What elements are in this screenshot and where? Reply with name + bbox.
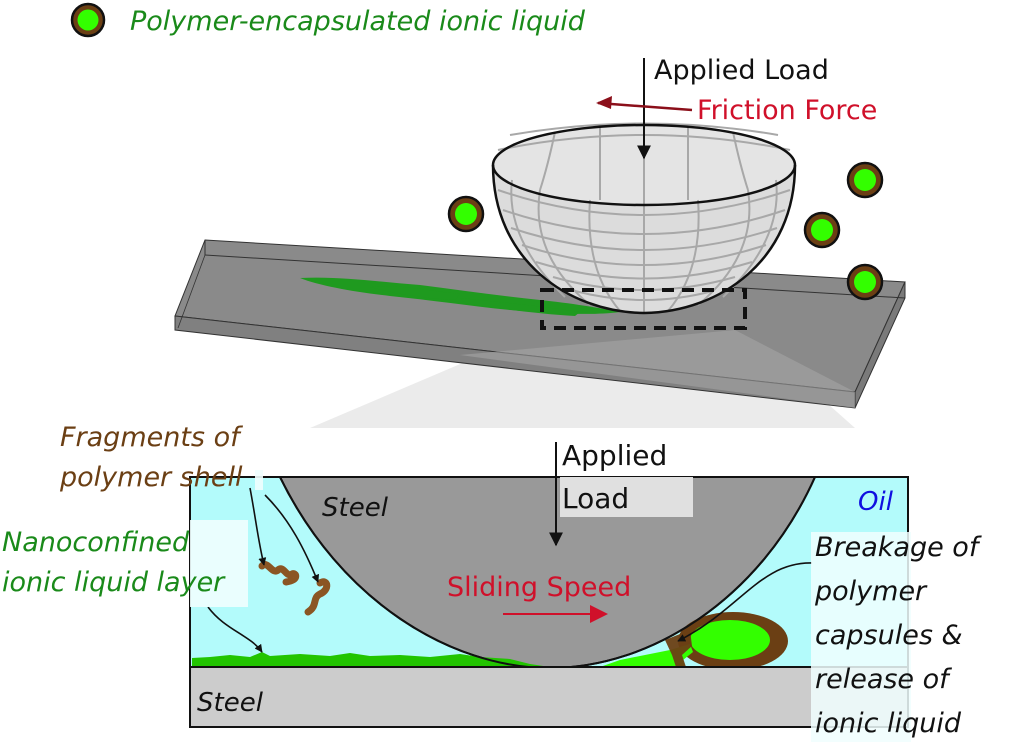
steel-ball-wireframe [491,122,797,315]
sliding-arrow-head [590,605,608,623]
contact-zone-box [540,288,747,330]
capsule [803,211,841,249]
breakage-line: Breakage of [815,532,982,563]
capsule [846,263,884,301]
section-applied-label: Applied [562,439,667,472]
legend: Polymer-encapsulated ionic liquid [70,2,586,38]
friction-force-arrow [597,101,693,112]
capsule [846,161,884,199]
breakage-line: capsules & [815,620,963,651]
breakage-line: polymer [814,576,928,607]
nanoconfined-label-1: Nanoconfined [2,527,190,558]
friction-force-label: Friction Force [697,95,877,126]
fragments-label-1: Fragments of [60,422,243,453]
breakage-arrow [677,562,813,642]
fragment-arrow-1 [249,487,267,566]
capsules-floating [447,161,884,301]
nanoconfined-label-2: ionic liquid layer [2,567,226,598]
breakage-line: ionic liquid [815,708,962,739]
section-load-label: Load [562,482,629,515]
nanoconfined-layer [192,652,550,667]
lower-steel-plate [189,666,909,728]
friction-arrow-head [596,96,612,109]
capsule [447,195,485,233]
cross-section: Applied Load Sliding Speed Steel Steel O… [189,439,909,728]
fragment-arrow-2 [264,494,319,583]
breakage-line: release of [815,664,952,695]
sliding-speed-label: Sliding Speed [447,572,631,603]
applied-load-label: Applied Load [654,55,829,86]
upper-steel-label: Steel [322,493,389,523]
fragments-label-2: polymer shell [59,462,243,493]
legend-capsule-label: Polymer-encapsulated ionic liquid [130,6,586,37]
lower-steel-label: Steel [197,688,264,718]
oil-label: Oil [858,487,894,517]
polymer-fragment [258,561,300,586]
breakage-label: Breakage of polymer capsules & release o… [814,532,982,739]
polymer-fragment [304,578,331,616]
capsule-core [77,9,99,31]
nanoconfined-arrow [207,606,263,653]
